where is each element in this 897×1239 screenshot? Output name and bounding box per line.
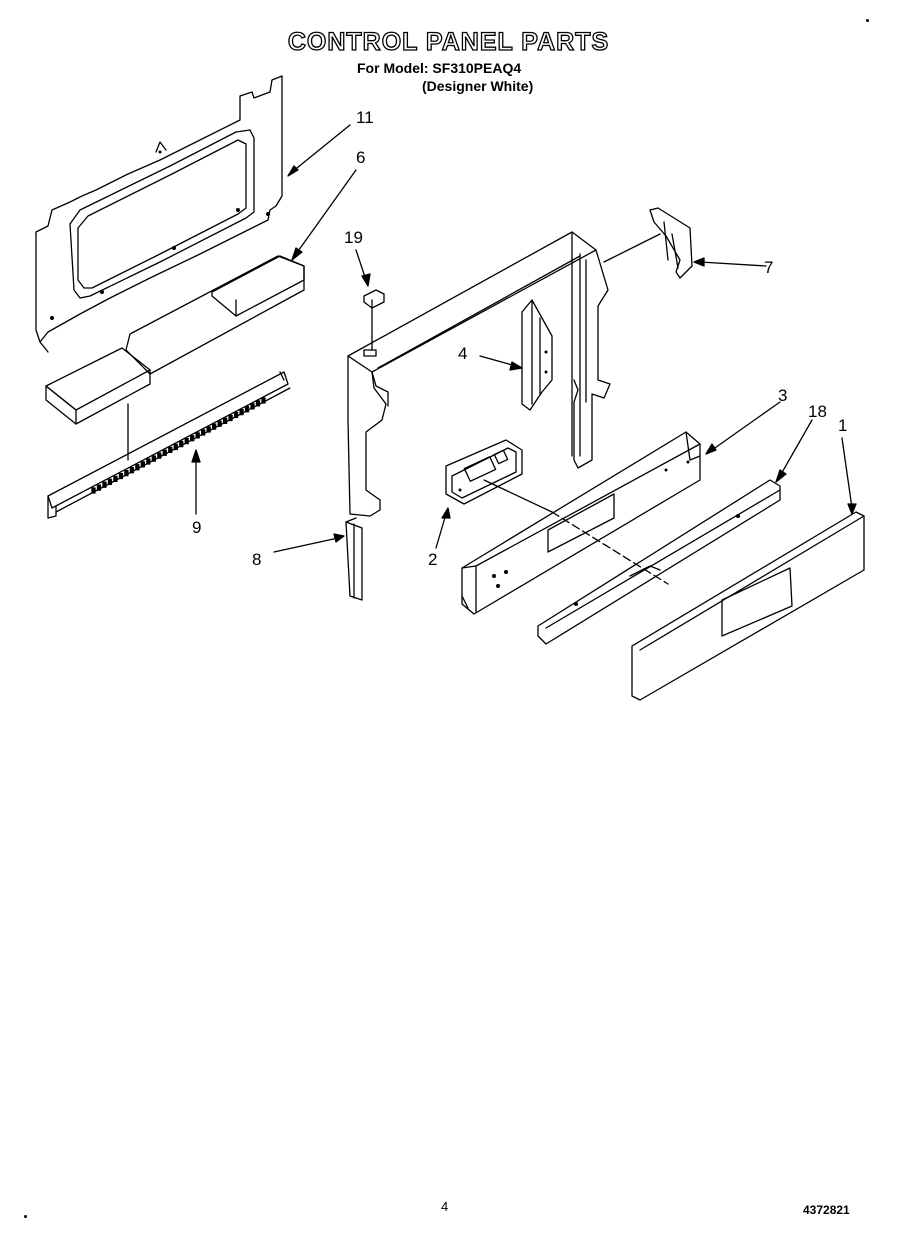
- vent-hole: [140, 461, 146, 468]
- callout-9: 9: [192, 518, 202, 537]
- vent-hole: [91, 487, 96, 494]
- part-9-vent-strip: [47, 371, 291, 519]
- vent-hole: [206, 426, 211, 433]
- callout-18: 18: [808, 402, 827, 421]
- vent-hole: [129, 467, 135, 474]
- vent-hole: [201, 429, 206, 436]
- vent-hole: [107, 478, 113, 485]
- vent-hole: [211, 423, 217, 430]
- vent-hole: [146, 458, 151, 465]
- vent-hole: [222, 417, 228, 424]
- vent-hole: [173, 443, 178, 451]
- registration-dot: [866, 19, 869, 22]
- part-3-panel-bracket: [461, 431, 701, 615]
- part-7-end-cap: [649, 207, 693, 279]
- part-11-rear-panel: [35, 75, 283, 353]
- callout-11: 11: [356, 108, 374, 127]
- vent-hole: [113, 475, 118, 483]
- callout-3: 3: [778, 386, 788, 405]
- vent-hole: [239, 408, 244, 416]
- vent-hole: [233, 411, 239, 419]
- part-8-side-trim: [345, 517, 363, 601]
- vent-hole: [255, 400, 261, 407]
- vent-hole: [228, 414, 233, 422]
- page-title: CONTROL PANEL PARTS: [287, 27, 610, 56]
- callout-6: 6: [356, 148, 366, 167]
- vent-hole: [250, 403, 255, 410]
- part-2-display-module: [445, 439, 523, 505]
- control-panel-frame: [347, 231, 611, 517]
- vent-hole: [151, 455, 156, 462]
- leader-lines: [127, 124, 857, 585]
- vent-hole: [168, 446, 173, 454]
- vent-hole: [102, 481, 107, 488]
- finish-line: (Designer White): [422, 78, 534, 94]
- callout-8: 8: [252, 550, 262, 569]
- vent-hole: [244, 406, 250, 413]
- vent-hole: [96, 484, 102, 491]
- vent-hole: [124, 469, 129, 477]
- document-number: 4372821: [803, 1203, 850, 1217]
- vent-hole: [261, 397, 266, 404]
- part-4-bracket: [521, 299, 553, 411]
- vent-hole: [195, 432, 200, 439]
- part-6-duct: [45, 255, 305, 425]
- part-18-trim-strip: [537, 479, 781, 645]
- vent-hole: [118, 472, 124, 480]
- part-1-panel-face: [631, 511, 865, 701]
- part-19-clip: [363, 289, 385, 309]
- vent-hole: [162, 449, 167, 456]
- model-number-line: For Model: SF310PEAQ4: [357, 60, 522, 76]
- callout-2: 2: [428, 550, 438, 569]
- callout-1: 1: [838, 416, 848, 435]
- callout-4: 4: [458, 344, 468, 363]
- vent-hole: [179, 440, 184, 448]
- vent-hole: [190, 435, 195, 442]
- callout-19: 19: [344, 228, 363, 247]
- vent-hole: [184, 437, 189, 445]
- vent-hole: [135, 464, 140, 471]
- callout-7: 7: [764, 258, 774, 277]
- vent-hole: [217, 420, 222, 427]
- page-number: 4: [441, 1199, 449, 1214]
- vent-hole: [157, 452, 162, 459]
- registration-dot: [24, 1215, 27, 1218]
